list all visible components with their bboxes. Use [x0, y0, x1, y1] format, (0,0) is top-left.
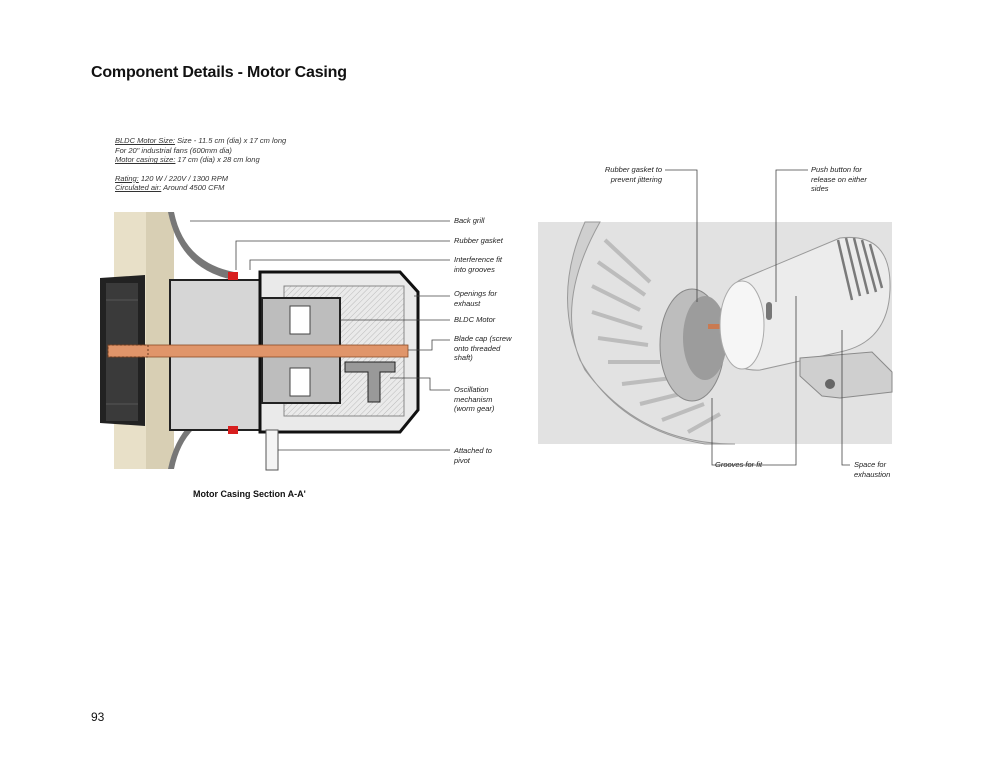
spec-air-label: Circulated air:	[115, 183, 162, 193]
spec-motor-size-label: BLDC Motor Size:	[115, 136, 176, 145]
motor-casing-section	[100, 212, 450, 471]
label-oscillation: Oscillation mechanism (worm gear)	[454, 385, 495, 413]
spec-casing-value: 17 cm (dia) x 28 cm long	[175, 155, 260, 165]
label-render-rubber-gasket: Rubber gasket to prevent jittering	[604, 165, 662, 184]
render-push-button	[766, 302, 772, 320]
spec-rating-label: Rating:	[115, 173, 139, 183]
spec-motor-size-value: Size - 11.5 cm (dia) x 17 cm long	[175, 136, 287, 145]
label-bldc-motor: BLDC Motor	[454, 315, 496, 324]
label-push-button: Push button for release on either sides	[811, 165, 867, 193]
spec-motor-size: BLDC Motor Size: Size - 11.5 cm (dia) x …	[115, 136, 355, 146]
section-leader-lines	[190, 220, 450, 451]
label-grooves-fit: Grooves for fit	[715, 460, 763, 469]
label-openings-exhaust: Openings for exhaust	[454, 289, 497, 308]
page-number: 93	[91, 710, 105, 724]
render-grill	[567, 221, 736, 445]
label-back-grill: Back grill	[454, 216, 485, 225]
label-blade-cap: Blade cap (screw onto threaded shaft)	[454, 334, 512, 362]
threaded-shaft	[107, 344, 409, 358]
section-caption: Motor Casing Section A-A'	[193, 489, 306, 499]
spec-casing-label: Motor casing size:	[115, 155, 176, 165]
worm-gear	[344, 361, 396, 403]
motor-casing-render	[538, 169, 893, 466]
label-interference-fit: Interference fit into grooves	[454, 255, 502, 274]
label-attached-pivot: Attached to pivot	[454, 446, 492, 465]
label-space-exhaustion: Space for exhaustion	[854, 460, 891, 479]
spec-casing-size: Motor casing size: 17 cm (dia) x 28 cm l…	[115, 155, 355, 165]
spec-rating: Rating: 120 W / 220V / 1300 RPM	[115, 174, 355, 184]
rubber-gasket-top	[228, 272, 238, 280]
pivot-rod	[265, 429, 279, 471]
spec-fan-size: For 20" industrial fans (600mm dia)	[115, 145, 232, 155]
label-rubber-gasket: Rubber gasket	[454, 236, 503, 245]
motor-specs: BLDC Motor Size: Size - 11.5 cm (dia) x …	[115, 136, 355, 193]
page-title: Component Details - Motor Casing	[91, 64, 347, 81]
render-pivot-bracket	[799, 351, 893, 399]
rubber-gasket-bottom	[228, 426, 238, 434]
back-grill	[168, 212, 234, 280]
spec-rating-value: 120 W / 220V / 1300 RPM	[138, 173, 228, 183]
render-leader-lines	[665, 169, 850, 466]
spec-air-value: Around 4500 CFM	[161, 183, 225, 193]
spec-air: Circulated air: Around 4500 CFM	[115, 183, 355, 193]
